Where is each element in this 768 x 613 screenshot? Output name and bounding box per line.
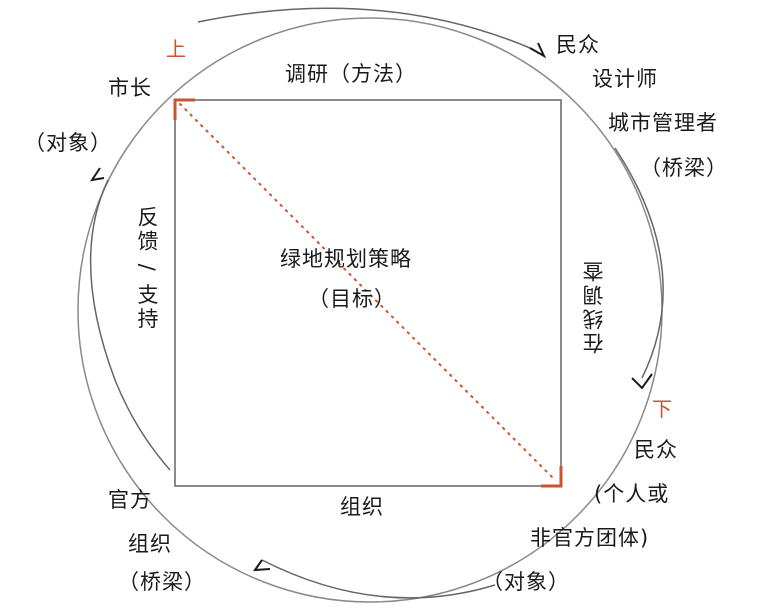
arc-bottom [261, 559, 496, 599]
diagonal-dotted-line [179, 103, 557, 482]
arrow-head-left [89, 167, 105, 182]
center-title: 绿地规划策略 [280, 247, 412, 271]
square-top-label: 调研（方法） [285, 62, 417, 86]
square-left-label: 反馈 / 支持 [135, 206, 159, 332]
top-right-line2: 设计师 [592, 67, 658, 91]
bottom-left-qualifier: （桥梁） [118, 570, 206, 594]
bottom-right-qualifier: （对象） [482, 570, 570, 594]
top-right-line3: 城市管理者 [608, 111, 718, 135]
top-right-line1: 民众 [556, 33, 600, 57]
bottom-right-line2: (个人或 [594, 482, 670, 506]
top-left-qualifier: （对象） [24, 131, 112, 155]
bottom-right-line3: 非官方团体) [530, 526, 650, 550]
bottom-right-line1: 民众 [634, 438, 678, 462]
center-subtitle: （目标） [308, 287, 396, 311]
top-right-qualifier: （桥梁） [640, 156, 728, 180]
inner-square [174, 99, 562, 487]
top-left-role: 市长 [108, 76, 152, 100]
arc-right [614, 147, 664, 379]
corner-mark-bottom-right [541, 466, 563, 488]
marker-bottom: 下 [652, 397, 673, 421]
marker-top: 上 [166, 37, 187, 61]
square-bottom-label: 组织 [340, 495, 384, 519]
arrow-head-top [529, 42, 547, 59]
square-right-label: 在线调查 [582, 258, 606, 354]
corner-mark-top-left [173, 98, 195, 120]
arrow-head-bottom [252, 559, 271, 572]
bottom-left-line1: 官方 [108, 488, 152, 512]
bottom-left-line2: 组织 [128, 532, 172, 556]
arc-top [197, 7, 531, 49]
arrow-head-right [631, 373, 653, 390]
arc-left [89, 179, 171, 471]
